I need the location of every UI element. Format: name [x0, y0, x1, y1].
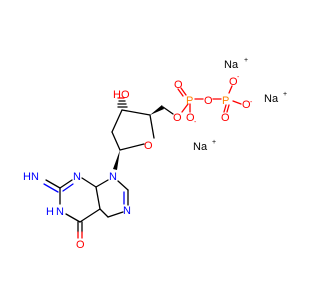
bond-c5-o5: [162, 106, 174, 115]
n1-label: N: [56, 206, 64, 218]
structure-canvas: Na + Na + Na + HO O O P O O - O P O - O …: [23, 57, 287, 251]
bond-p1-o-double-b: [180, 87, 187, 96]
bond-o5-p1: [181, 103, 189, 113]
ester-oxygen-label: O: [173, 112, 182, 124]
p2-anion-top-charge: -: [237, 74, 240, 81]
bond-p2-ominus-right: [232, 100, 242, 105]
p2-double-oxygen-label: O: [221, 112, 230, 124]
sodium-3-charge: +: [212, 139, 216, 146]
sodium-3-label: Na: [193, 141, 208, 153]
phosphorus-2-label: P: [222, 95, 229, 107]
sodium-2-charge: +: [283, 91, 287, 98]
purine-bonds: [43, 177, 129, 239]
bond-c1-c2: [111, 131, 121, 151]
n3-label: N: [73, 171, 81, 183]
c4-c5-wedge: [150, 105, 164, 115]
bridge-oxygen-label: O: [204, 95, 213, 107]
bond-p1-o-double-a: [177, 88, 184, 97]
p2-anion-right-charge: -: [250, 99, 253, 106]
sodium-1-label: Na: [224, 59, 239, 71]
bond-p2-ominus-top: [228, 85, 233, 94]
bond-p2-o-double-a: [223, 104, 227, 113]
c1-n9-wedge: [113, 150, 120, 170]
n7-label: N: [123, 205, 131, 217]
n1-h-label: H: [46, 206, 54, 218]
p1-anion-oxygen-label: O: [186, 112, 195, 124]
bond-o4-c1: [119, 143, 145, 151]
sugar-ring-bonds: [111, 109, 155, 151]
bond-c3-c4: [121, 109, 151, 116]
molecule-drawing: Na + Na + Na + HO O O P O O - O P O - O …: [23, 57, 287, 251]
carbonyl-oxygen-label: O: [76, 239, 85, 251]
ring-oxygen-label: O: [144, 140, 153, 152]
p1-double-oxygen-label: O: [174, 79, 183, 91]
bond-p2-o-double-b: [226, 104, 230, 113]
p2-anion-oxygen-top-label: O: [229, 76, 238, 88]
n9-label: N: [109, 171, 117, 183]
bond-c4-o4: [149, 114, 155, 139]
c3-hydroxyl-label: HO: [113, 89, 130, 101]
p2-anion-oxygen-right-label: O: [242, 99, 251, 111]
c3-hydroxyl-bond: [117, 97, 128, 108]
sodium-1-charge: +: [244, 57, 248, 64]
imine-hn-label: HN: [23, 171, 39, 183]
bond-c2-c3: [111, 109, 123, 133]
sodium-2-label: Na: [264, 93, 279, 105]
phosphorus-1-label: P: [186, 95, 193, 107]
p1-anion-charge: -: [194, 119, 197, 126]
